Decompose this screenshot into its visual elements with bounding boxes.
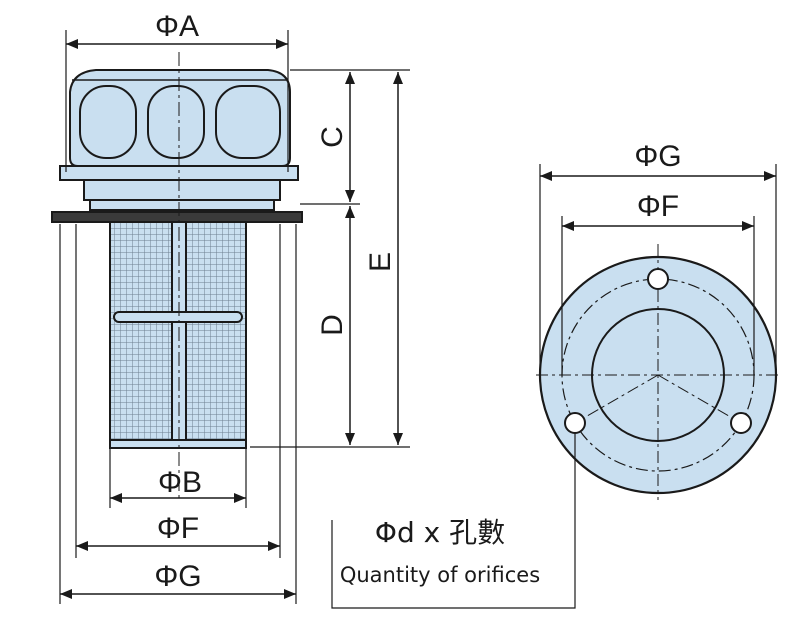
label-dim-e: E [364, 252, 397, 272]
label-phi-a: ΦA [155, 10, 199, 43]
label-phi-f: ΦF [157, 512, 199, 545]
orifice-note: Φd x 孔數 [375, 516, 505, 549]
extension-lines [59, 30, 410, 604]
label-phi-b: ΦB [158, 466, 202, 499]
orifice-note-en: Quantity of orifices [340, 563, 540, 587]
mounting-gasket [51, 211, 303, 223]
label-end-phi-f: ΦF [637, 190, 679, 223]
end-view [536, 244, 780, 500]
label-end-phi-g: ΦG [634, 140, 681, 173]
cap-grip-lobes [79, 85, 281, 159]
neck [83, 179, 281, 201]
orifice-leader [331, 433, 576, 609]
dimension-lines [60, 39, 403, 599]
label-phi-g: ΦG [154, 560, 201, 593]
side-view [51, 69, 303, 449]
label-dim-d: D [316, 314, 349, 336]
label-dim-c: C [316, 126, 349, 148]
